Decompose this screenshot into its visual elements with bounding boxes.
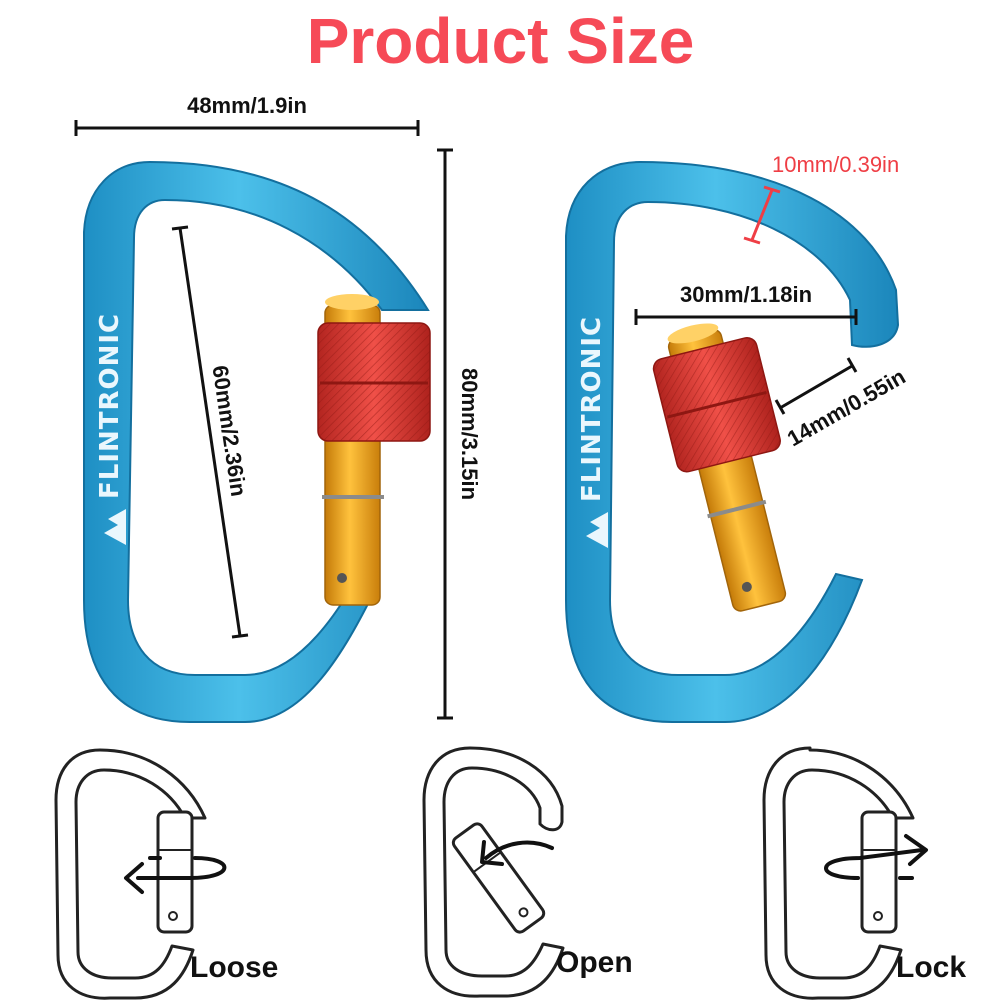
rotate-arrow-icon xyxy=(824,834,928,880)
swing-arrow-icon xyxy=(480,840,554,866)
state-lock: Lock xyxy=(762,746,966,1000)
carabiner-open: FLINTRONIC xyxy=(565,160,900,723)
dim-gate-clearance: 14mm/0.55in xyxy=(774,357,910,452)
carabiner-closed: FLINTRONIC xyxy=(83,160,431,723)
logo-icon xyxy=(104,509,126,545)
carabiner-body xyxy=(83,160,430,723)
dim-bar-thickness: 10mm/0.39in xyxy=(743,152,899,245)
state-label-open: Open xyxy=(556,946,633,979)
page-title: Product Size xyxy=(306,5,695,77)
brand-mark: FLINTRONIC xyxy=(95,313,126,545)
brand-label: FLINTRONIC xyxy=(577,316,607,502)
inner-length-label: 60mm/2.36in xyxy=(207,364,251,498)
logo-icon xyxy=(586,512,608,548)
gate-open xyxy=(652,323,787,612)
dim-inner-length: 60mm/2.36in xyxy=(171,225,251,639)
state-label-loose: Loose xyxy=(190,951,278,984)
brand-mark: FLINTRONIC xyxy=(577,316,608,548)
brand-label: FLINTRONIC xyxy=(95,313,125,499)
height-label: 80mm/3.15in xyxy=(457,368,482,500)
state-open: Open xyxy=(422,746,633,998)
state-label-lock: Lock xyxy=(896,951,966,984)
dim-width: 48mm/1.9in xyxy=(74,93,420,136)
dim-height: 80mm/3.15in xyxy=(437,148,482,720)
width-label: 48mm/1.9in xyxy=(187,93,307,118)
dim-opening-width: 30mm/1.18in xyxy=(634,282,858,325)
state-loose: Loose xyxy=(54,748,278,1000)
rotate-arrow-icon xyxy=(124,856,227,894)
opening-width-label: 30mm/1.18in xyxy=(680,282,812,307)
carabiner-outline xyxy=(422,746,565,998)
carabiner-body xyxy=(565,160,900,723)
gate-clearance-label: 14mm/0.55in xyxy=(783,364,910,452)
bar-thickness-label: 10mm/0.39in xyxy=(772,152,899,177)
